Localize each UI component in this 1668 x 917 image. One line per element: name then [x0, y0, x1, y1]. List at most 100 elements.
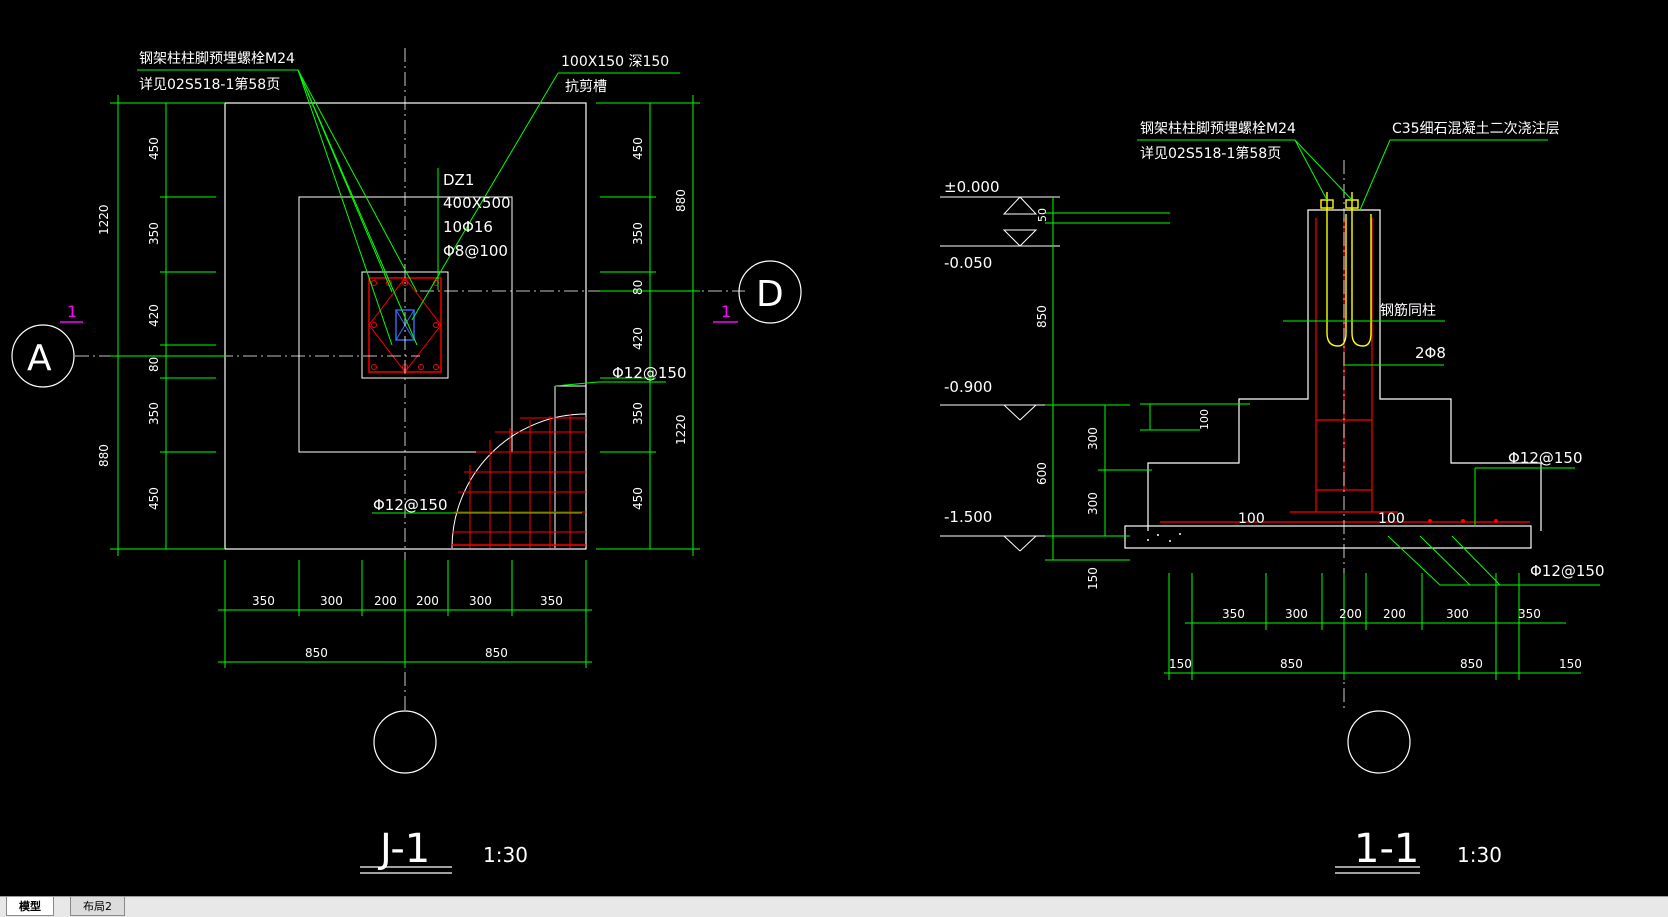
step-outline: [298, 196, 513, 453]
dim-right-inner-3: 80: [631, 280, 645, 295]
rebar-sector: [451, 385, 587, 549]
dim-bottom-right-6: 350: [1518, 607, 1541, 621]
dim-bottom-right-10: 150: [1559, 657, 1582, 671]
dim-v-5: 300: [1086, 492, 1100, 515]
dim-bottom-left-4: 200: [416, 594, 439, 608]
anchor-bolts: [1320, 192, 1372, 347]
dim-v-1: 50: [1036, 208, 1049, 222]
section-mark-left: 1: [67, 302, 77, 321]
grid-bubble-d: [738, 260, 802, 324]
dim-bottom-left-6: 350: [540, 594, 563, 608]
grout-note: C35细石混凝土二次浇注层: [1392, 121, 1560, 137]
dims-vertical-right: [1045, 197, 1250, 561]
dim-right-inner-6: 450: [631, 487, 645, 510]
groove-note-1: 100X150 深150: [561, 54, 669, 70]
elevation-3: -0.900: [944, 378, 992, 396]
plan-view-j1: [11, 48, 802, 874]
dim-bottom-right-8: 850: [1280, 657, 1303, 671]
labels: 钢架柱柱脚预埋螺栓M24 详见02S518-1第58页 100X150 深150…: [27, 51, 1605, 872]
view-title-right: 1-1: [1354, 826, 1419, 872]
dim-bottom-right-7: 150: [1169, 657, 1192, 671]
dim-bottom-right-2: 300: [1285, 607, 1308, 621]
view-scale-right: 1:30: [1457, 843, 1502, 867]
tab-model[interactable]: 模型: [6, 897, 54, 916]
rebar-label-r2: Φ12@150: [1530, 562, 1605, 580]
layout-tabbar: 模型 布局2: [0, 896, 1668, 917]
elevation-4: -1.500: [944, 508, 992, 526]
leaders-right: [1137, 139, 1600, 586]
bolt-note-r1: 钢架柱柱脚预埋螺栓M24: [1140, 121, 1296, 137]
dim-left-outer-2: 880: [97, 444, 111, 467]
column-label: 钢筋同柱: [1380, 302, 1436, 319]
dim-left-inner-4: 80: [147, 357, 161, 372]
tab-layout2[interactable]: 布局2: [70, 897, 125, 916]
dim-bottom-left-5: 300: [469, 594, 492, 608]
view-title-left: J-1: [377, 826, 430, 872]
bolt-note-r2: 详见02S518-1第58页: [1140, 145, 1281, 162]
dim-left-inner-5: 350: [147, 402, 161, 425]
dims-bottom-right: [1164, 573, 1581, 680]
cover-label-2: 100: [1378, 511, 1405, 527]
section-view-1-1: [940, 139, 1600, 874]
bolt-note-2: 详见02S518-1第58页: [139, 76, 280, 93]
blinding-hatch: [1147, 533, 1181, 542]
cad-drawing-area[interactable]: 钢架柱柱脚预埋螺栓M24 详见02S518-1第58页 100X150 深150…: [0, 0, 1668, 896]
dim-bottom-right-5: 300: [1446, 607, 1469, 621]
dim-right-inner-1: 450: [631, 137, 645, 160]
dim-v-3: 600: [1035, 462, 1049, 485]
grid-label-d: D: [756, 274, 784, 315]
grid-label-a: A: [27, 338, 52, 379]
dim-right-inner-2: 350: [631, 222, 645, 245]
elevation-markers: [940, 196, 1060, 552]
dim-right-outer-1: 880: [674, 189, 688, 212]
rebar-label-upper: Φ12@150: [612, 364, 687, 382]
column-bars: [371, 280, 439, 370]
elevation-1: ±0.000: [944, 178, 1000, 196]
grid-bubble-bottom-left: [373, 710, 437, 774]
elevation-2: -0.050: [944, 254, 992, 272]
stirrup-label: 2Φ8: [1415, 344, 1446, 362]
dim-bottom-left-7: 850: [305, 646, 328, 660]
dims-bottom-left: [218, 560, 592, 668]
dim-v-2: 850: [1035, 305, 1049, 328]
dim-right-inner-4: 420: [631, 327, 645, 350]
drawing-svg: 钢架柱柱脚预埋螺栓M24 详见02S518-1第58页 100X150 深150…: [0, 0, 1668, 896]
section-rebar-dots: [1428, 519, 1498, 523]
section-mark-right: 1: [721, 302, 731, 321]
dim-bottom-left-1: 350: [252, 594, 275, 608]
view-scale-left: 1:30: [483, 843, 528, 867]
dim-bottom-right-9: 850: [1460, 657, 1483, 671]
dims-right: [596, 95, 700, 556]
leaders-left: [137, 69, 680, 514]
groove-note-2: 抗剪槽: [565, 79, 607, 95]
dim-bottom-right-3: 200: [1339, 607, 1362, 621]
dim-bottom-right-4: 200: [1383, 607, 1406, 621]
grid-bubble-bottom-right: [1347, 710, 1411, 774]
dim-left-inner-6: 450: [147, 487, 161, 510]
dim-v-4: 300: [1086, 427, 1100, 450]
dim-left-inner-1: 450: [147, 137, 161, 160]
dim-bottom-left-2: 300: [320, 594, 343, 608]
background: [0, 0, 1668, 896]
dim-right-inner-5: 350: [631, 402, 645, 425]
cover-label-1: 100: [1238, 511, 1265, 527]
rebar-label-r1: Φ12@150: [1508, 449, 1583, 467]
grid-bubble-a: [11, 324, 75, 388]
footing-outline: [224, 102, 587, 550]
dim-bottom-right-1: 350: [1222, 607, 1245, 621]
dim-v-6: 150: [1086, 567, 1100, 590]
dim-bottom-left-3: 200: [374, 594, 397, 608]
bolt-note-1: 钢架柱柱脚预埋螺栓M24: [139, 51, 295, 67]
column-tag-2: 400X500: [443, 194, 511, 212]
dims-left: [110, 95, 226, 556]
dim-right-outer-2: 1220: [674, 414, 688, 445]
dim-left-inner-3: 420: [147, 304, 161, 327]
blinding-layer: [1124, 525, 1532, 549]
column-tag-1: DZ1: [443, 171, 474, 189]
dim-left-outer-1: 1220: [97, 204, 111, 235]
dim-bottom-left-8: 850: [485, 646, 508, 660]
column-tag-3: 10Φ16: [443, 218, 493, 236]
column-tag-4: Φ8@100: [443, 242, 508, 260]
dim-left-inner-2: 350: [147, 222, 161, 245]
rebar-label-lower: Φ12@150: [373, 496, 448, 514]
